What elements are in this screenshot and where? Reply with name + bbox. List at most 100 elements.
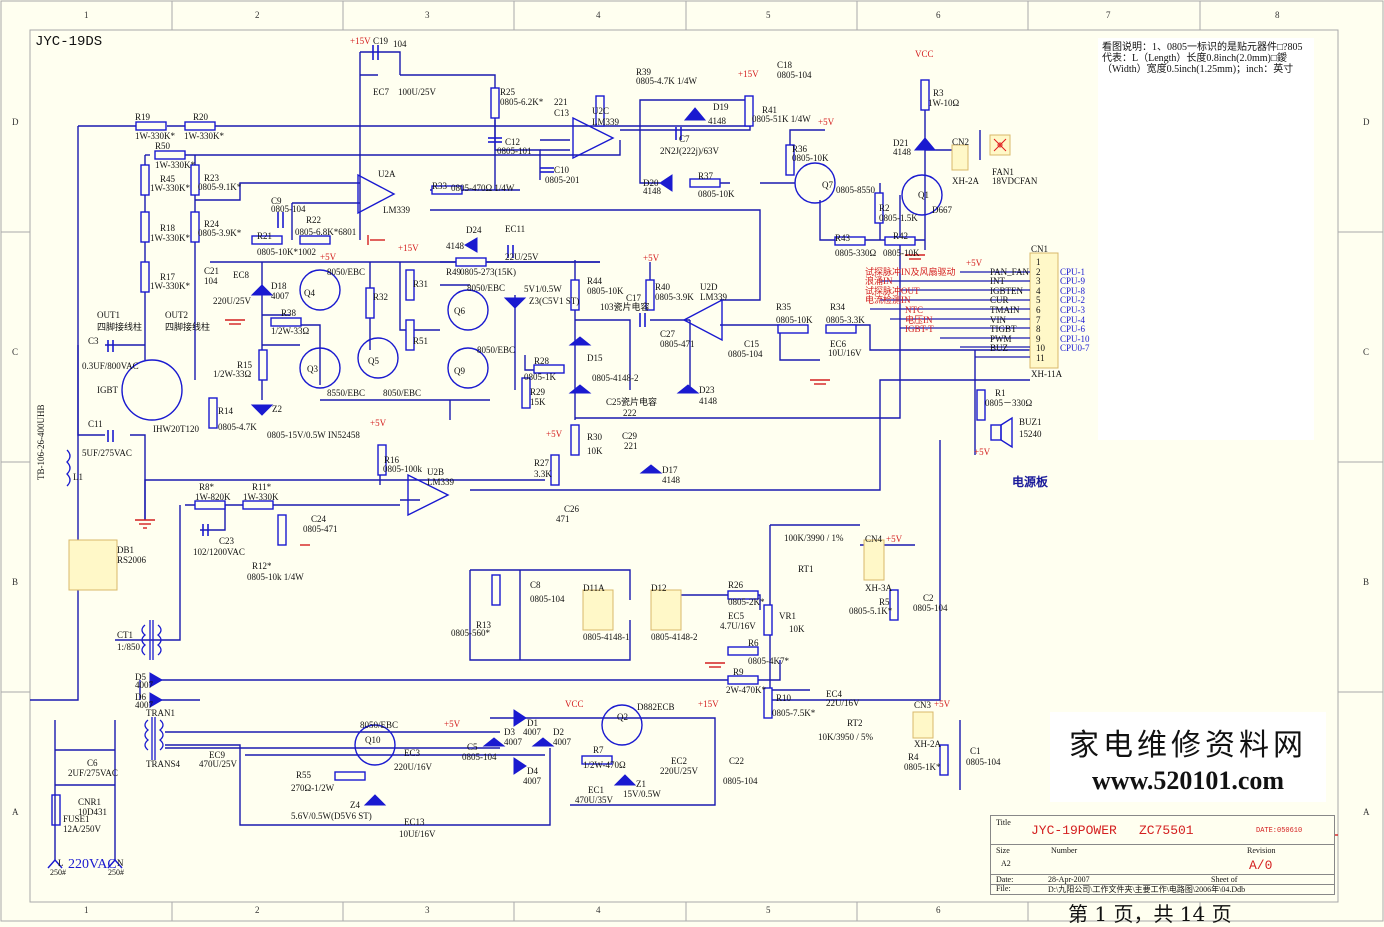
value-q5: 8050/EBC (383, 388, 422, 398)
ref-r25: R25 (500, 87, 516, 97)
page-indicator: 第 1 页，共 14 页 (1068, 902, 1232, 926)
net-label-p15v: +15V (738, 69, 759, 79)
ref-c11: C11 (88, 419, 103, 429)
value-r45: 1W-330K* (150, 183, 190, 193)
net-label-vcc: VCC (565, 699, 584, 709)
value-cnr1: 10D431 (78, 807, 107, 817)
value-z2: 0805-15V/0.5W IN52458 (267, 430, 360, 440)
value-r16: 0805-100k (383, 464, 422, 474)
value-ec4: 22U/16V (826, 698, 860, 708)
value-r35: 0805-10K (776, 315, 813, 325)
value-r24: 0805-3.9K* (198, 228, 242, 238)
value-c3: 0.3UF/800VAC (82, 361, 139, 371)
ref-d17: D17 (662, 465, 678, 475)
value-d2: 4007 (553, 737, 571, 747)
zone-col-6: 6 (936, 10, 941, 20)
ref-c25: C25瓷片电容 (606, 397, 658, 407)
d11a-body (582, 589, 614, 631)
zone-row-a-right: A (1363, 807, 1370, 817)
ref-d23: D23 (699, 385, 715, 395)
ref-d20: D20 (643, 178, 659, 188)
ref-c21: C21 (204, 266, 220, 276)
ref-r33: R33 (432, 181, 448, 191)
tb-sheet-label: Sheet of (1211, 875, 1238, 884)
ref-q2: Q2 (617, 712, 628, 722)
ref-r29: R29 (530, 387, 546, 397)
zone-row-d-right: D (1363, 117, 1370, 127)
value-r7: 1/2W-470Ω (583, 760, 626, 770)
ref-u2c: U2C (592, 106, 610, 116)
cn1-pin-cpu: CPU-2 (1060, 295, 1086, 306)
cn2-body (951, 144, 969, 171)
zone-col-2-bottom: 2 (255, 905, 260, 915)
net-label-p5v: +5V (966, 258, 983, 268)
ref-u2a: U2A (378, 169, 396, 179)
cn1-pin-net: TIGBT (990, 324, 1017, 335)
value-d23: 4148 (699, 396, 717, 406)
ref-fuse1: FUSE1 (63, 814, 90, 824)
ref-r11: R11* (252, 482, 272, 492)
value-c18: 0805-104 (777, 70, 812, 80)
value-fuse1: 12A/250V (63, 824, 101, 834)
ref-c23: C23 (219, 536, 235, 546)
zone-col-2: 2 (255, 10, 260, 20)
net-label-p5v: +5V (546, 429, 563, 439)
ref-ec7: EC7 (373, 87, 390, 97)
value-r6: 0805-4K7* (748, 656, 789, 666)
value-d12: 0805-4148-2 (651, 632, 698, 642)
cn1-pin-number: 2 (1036, 266, 1041, 277)
cn1-pin-number: 10 (1036, 343, 1045, 354)
value-c7: 2N2J(222j)/63V (660, 146, 719, 156)
ref-fan1: FAN1 (992, 167, 1014, 177)
value-c25: 222 (623, 408, 637, 418)
tb-size-label: Size (996, 846, 1010, 855)
ref-r37: R37 (698, 171, 714, 181)
value-c15: 0805-104 (728, 349, 763, 359)
net-label-p5v: +5V (886, 534, 903, 544)
cn1-pin-cpu: CPU-6 (1060, 324, 1086, 335)
ref-c15: C15 (744, 339, 760, 349)
ref-r13: R13 (476, 620, 492, 630)
tb-title-label: Title (996, 818, 1011, 827)
ref-z1: Z1 (636, 779, 646, 789)
ref-r21: R21 (257, 231, 273, 241)
value-c26: 471 (556, 514, 570, 524)
value-ec7: 100U/25V (398, 87, 436, 97)
ref-r26: R26 (728, 580, 744, 590)
cn1-ref: CN1 (1031, 244, 1049, 254)
value-c19: 104 (393, 39, 407, 49)
ref-ec4: EC4 (826, 689, 843, 699)
value-d17: 4148 (662, 475, 680, 485)
cn1-pin-number: 4 (1036, 285, 1041, 296)
ref-tran1: TRAN1 (146, 708, 175, 718)
tb-file: D:\九阳公司\工作文件夹\主要工作\电路图\2006年\04.Ddb (1048, 885, 1246, 894)
fuse-symbol (51, 794, 61, 826)
ref-r6: R6 (748, 638, 759, 648)
ref-l1: L1 (73, 472, 83, 482)
zone-col-1: 1 (84, 10, 89, 20)
value-d6: 4007 (135, 700, 153, 710)
value-u2c: LM339 (592, 117, 619, 127)
zone-col-3: 3 (425, 10, 430, 20)
ref-c12: C12 (505, 137, 521, 147)
ref-d3: D3 (504, 727, 515, 737)
net-label-p15v: +15V (398, 243, 419, 253)
net-label-p5v: +5V (934, 699, 951, 709)
ref-ct1: CT1 (117, 630, 134, 640)
cn1-pin-note: 浪涌IN (865, 276, 893, 287)
ref-ec13: EC13 (404, 817, 425, 827)
value-c2: 0805-104 (913, 603, 948, 613)
value-c21: 104 (204, 276, 218, 286)
ref-r4: R4 (908, 752, 919, 762)
ref-q7: Q7 (822, 180, 833, 190)
value-u2d: LM339 (700, 292, 727, 302)
ref-r17: R17 (160, 272, 176, 282)
value-q1: D667 (932, 205, 952, 215)
ref-c29: C29 (622, 431, 638, 441)
value-z1: 15V/0.5W (623, 789, 661, 799)
ref-r31: R31 (413, 279, 429, 289)
cn1-pin-net: IGBTEN (990, 285, 1023, 296)
ref-r28: R28 (534, 356, 550, 366)
